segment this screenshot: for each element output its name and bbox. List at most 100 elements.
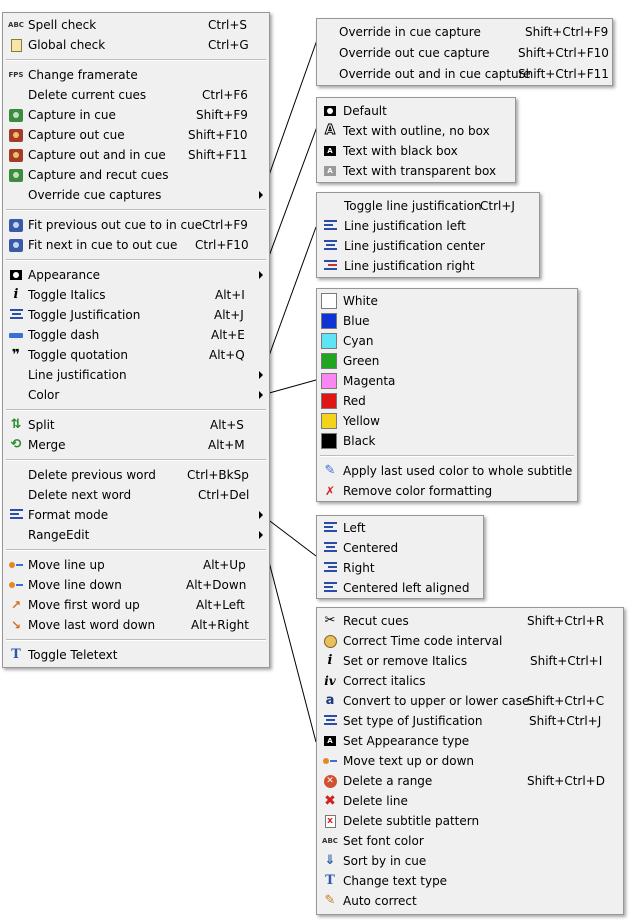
delete-range-icon: ✕ (322, 774, 338, 788)
menu-item-text-black-box[interactable]: A Text with black box (317, 141, 515, 161)
menu-item-move-last-word-down[interactable]: ↘ Move last word down Alt+Right (3, 615, 269, 635)
menu-separator (320, 455, 574, 457)
menu-item-text-outline[interactable]: A Text with outline, no box (317, 121, 515, 141)
fps-icon: FPS (8, 71, 24, 79)
color-swatch (321, 333, 337, 349)
menu-item-correct-timecode[interactable]: Correct Time code interval (317, 631, 623, 651)
menu-item-toggle-teletext[interactable]: T Toggle Teletext (3, 645, 269, 665)
appearance-icon (8, 268, 24, 282)
menu-item-set-justification[interactable]: Set type of Justification Shift+Ctrl+J (317, 711, 623, 731)
menu-item-delete-subtitle-pattern[interactable]: x Delete subtitle pattern (317, 811, 623, 831)
menu-item-justification-center[interactable]: Line justification center (317, 236, 539, 256)
menu-item-change-framerate[interactable]: FPS Change framerate (8, 68, 138, 82)
color-swatch (321, 373, 337, 389)
menu-item-set-appearance[interactable]: A Set Appearance type (317, 731, 623, 751)
menu-item-override-out-and-in-cue[interactable]: Override out and in cue capture Shift+Ct… (339, 67, 609, 81)
menu-item-format-left[interactable]: Left (317, 518, 483, 538)
split-icon: ⇅ (10, 417, 22, 432)
menu-item-change-text-type[interactable]: T Change text type (317, 871, 623, 891)
menu-item-default[interactable]: Default (317, 101, 515, 121)
menu-item-justification-right[interactable]: Line justification right (317, 256, 539, 276)
menu-item-format-right[interactable]: Right (317, 558, 483, 578)
format-centered-icon (322, 541, 338, 555)
black-box-icon: A (322, 144, 338, 158)
menu-item-toggle-dash[interactable]: Toggle dash Alt+E (3, 325, 269, 345)
menu-item-correct-italics[interactable]: iv Correct italics (317, 671, 623, 691)
menu-item-split[interactable]: ⇅ Split Alt+S (3, 415, 269, 435)
menu-item-capture-and-recut-cues[interactable]: Capture and recut cues (3, 165, 269, 185)
menu-item-remove-color[interactable]: ✗ Remove color formatting (317, 481, 577, 501)
capture-out-in-icon (8, 148, 24, 162)
fit-next-icon (8, 238, 24, 252)
menu-item-toggle-line-justification[interactable]: Toggle line justification Ctrl+J (344, 199, 515, 213)
menu-item-delete-next-word[interactable]: Delete next word Ctrl+Del (28, 488, 250, 502)
menu-item-move-first-word-up[interactable]: ↗ Move first word up Alt+Left (3, 595, 269, 615)
menu-item-auto-correct[interactable]: ✎ Auto correct (317, 891, 623, 911)
menu-item-move-text[interactable]: Move text up or down (317, 751, 623, 771)
menu-item-override-out-cue[interactable]: Override out cue capture Shift+Ctrl+F10 (339, 46, 609, 60)
quotation-icon: ❞ (11, 347, 21, 363)
color-submenu: White Blue Cyan Green Magenta Red Yellow… (316, 288, 578, 502)
menu-item-color-yellow[interactable]: Yellow (317, 411, 577, 431)
menu-item-capture-out-and-in-cue[interactable]: Capture out and in cue Shift+F11 (3, 145, 269, 165)
menu-item-color-cyan[interactable]: Cyan (317, 331, 577, 351)
menu-item-color-green[interactable]: Green (317, 351, 577, 371)
submenu-arrow-icon (259, 531, 263, 539)
menu-item-sort-by-in-cue[interactable]: ⇓ Sort by in cue (317, 851, 623, 871)
move-last-word-down-icon: ↘ (10, 618, 22, 632)
menu-item-range-edit[interactable]: RangeEdit (3, 525, 269, 545)
menu-item-capture-in-cue[interactable]: Capture in cue Shift+F9 (3, 105, 269, 125)
menu-item-toggle-italics[interactable]: i Toggle Italics Alt+I (3, 285, 269, 305)
menu-item-text-transparent-box[interactable]: A Text with transparent box (317, 161, 515, 181)
menu-item-delete-current-cues[interactable]: Delete current cues Ctrl+F6 (28, 88, 248, 102)
menu-item-spell-check[interactable]: ABC Spell check Ctrl+S (8, 18, 248, 32)
recut-icon: ✂ (324, 613, 336, 628)
menu-item-capture-out-cue[interactable]: Capture out cue Shift+F10 (3, 125, 269, 145)
menu-item-set-font-color[interactable]: ABC Set font color (322, 834, 424, 848)
menu-item-override-in-cue[interactable]: Override in cue capture Shift+Ctrl+F9 (339, 25, 609, 39)
correct-italics-icon: iv (324, 674, 336, 688)
dash-icon (8, 328, 24, 342)
menu-item-color-red[interactable]: Red (317, 391, 577, 411)
menu-item-move-line-up[interactable]: Move line up Alt+Up (3, 555, 269, 575)
menu-item-format-mode[interactable]: Format mode (3, 505, 269, 525)
menu-item-toggle-quotation[interactable]: ❞ Toggle quotation Alt+Q (3, 345, 269, 365)
menu-item-appearance[interactable]: Appearance (3, 265, 269, 285)
menu-item-convert-case[interactable]: a Convert to upper or lower case Shift+C… (317, 691, 623, 711)
menu-item-format-centered[interactable]: Centered (317, 538, 483, 558)
merge-icon: ⟲ (10, 437, 22, 452)
menu-item-line-justification[interactable]: Line justification (3, 365, 269, 385)
menu-item-justification-left[interactable]: Line justification left (317, 216, 539, 236)
menu-item-delete-line[interactable]: ✖ Delete line (317, 791, 623, 811)
menu-item-move-line-down[interactable]: Move line down Alt+Down (3, 575, 269, 595)
delete-pattern-icon: x (322, 814, 338, 828)
case-icon: a (325, 693, 335, 708)
menu-item-color-white[interactable]: White (317, 291, 577, 311)
menu-item-color-black[interactable]: Black (317, 431, 577, 451)
menu-item-toggle-justification[interactable]: Toggle Justification Alt+J (3, 305, 269, 325)
menu-item-delete-range[interactable]: ✕ Delete a range Shift+Ctrl+D (317, 771, 623, 791)
menu-item-set-remove-italics[interactable]: i Set or remove Italics Shift+Ctrl+I (317, 651, 623, 671)
submenu-arrow-icon (259, 191, 263, 199)
menu-item-merge[interactable]: ⟲ Merge Alt+M (3, 435, 269, 455)
menu-item-global-check[interactable]: Global check Ctrl+G (3, 35, 269, 55)
format-centered-left-icon (322, 581, 338, 595)
menu-item-color-blue[interactable]: Blue (317, 311, 577, 331)
menu-item-apply-last-color[interactable]: ✎ Apply last used color to whole subtitl… (317, 461, 577, 481)
range-edit-submenu: ✂ Recut cues Shift+Ctrl+R Correct Time c… (316, 607, 624, 915)
color-swatch (321, 353, 337, 369)
menu-item-color-magenta[interactable]: Magenta (317, 371, 577, 391)
sort-icon: ⇓ (324, 853, 336, 868)
remove-color-icon: ✗ (324, 484, 336, 498)
menu-item-fit-next-in-cue[interactable]: Fit next in cue to out cue Ctrl+F10 (3, 235, 269, 255)
menu-item-override-cue-captures[interactable]: Override cue captures (3, 185, 269, 205)
menu-separator (6, 59, 266, 61)
menu-item-delete-previous-word[interactable]: Delete previous word Ctrl+BkSp (28, 468, 249, 482)
default-box-icon (322, 104, 338, 118)
text-type-icon: T (325, 873, 335, 888)
menu-item-color[interactable]: Color (3, 385, 269, 405)
menu-item-recut-cues[interactable]: ✂ Recut cues Shift+Ctrl+R (317, 611, 623, 631)
menu-item-fit-previous-out-cue[interactable]: Fit previous out cue to in cue Ctrl+F9 (3, 215, 269, 235)
menu-item-format-centered-left[interactable]: Centered left aligned (317, 578, 483, 598)
format-left-icon (322, 521, 338, 535)
